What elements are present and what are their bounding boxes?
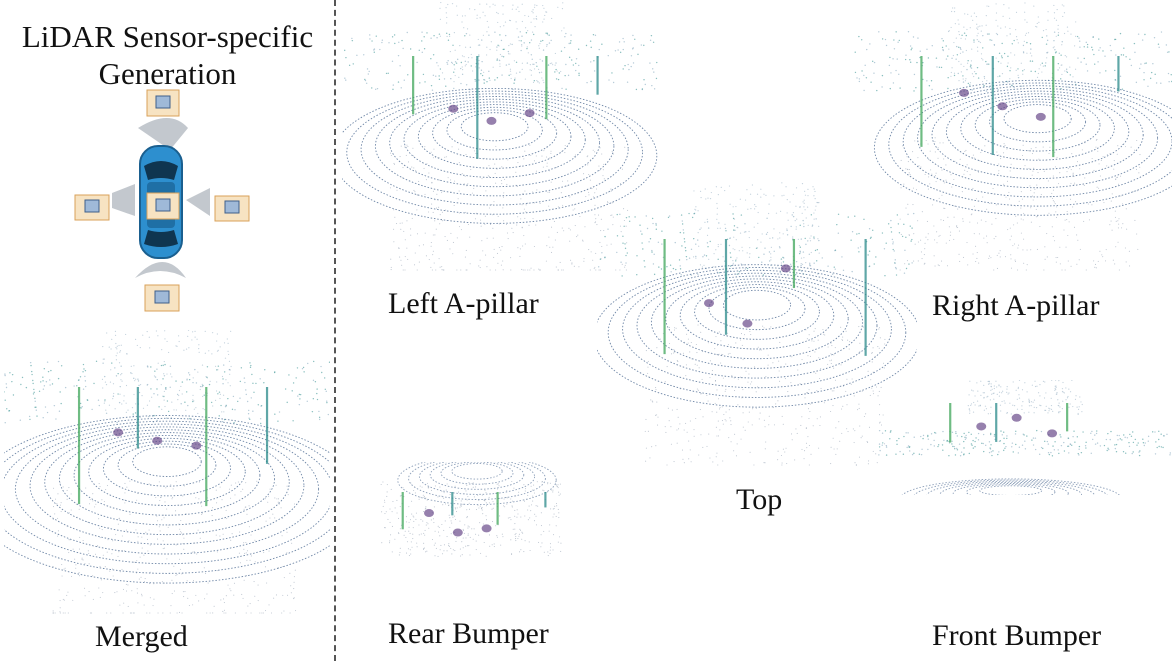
title-text: LiDAR Sensor-specific Generation	[21, 19, 314, 91]
lidar-sensor-icon	[144, 284, 180, 312]
left-a-pillar-point-cloud	[342, 2, 660, 272]
diagram-title: LiDAR Sensor-specific Generation	[0, 18, 335, 92]
rear-bumper-label: Rear Bumper	[388, 617, 549, 650]
front-bumper-point-cloud	[878, 380, 1173, 495]
right-fov-wedge-icon	[186, 188, 210, 216]
front-fov-wedge-icon	[138, 118, 188, 150]
left-fov-wedge-icon	[112, 184, 135, 216]
lidar-sensor-icon	[214, 195, 250, 222]
front-bumper-label: Front Bumper	[932, 619, 1102, 652]
lidar-sensor-icon	[146, 89, 180, 117]
merged-point-cloud	[4, 330, 330, 615]
dashed-divider	[334, 0, 336, 661]
right-a-pillar-point-cloud	[852, 2, 1172, 272]
lidar-sensor-icon	[74, 194, 110, 221]
top-point-cloud	[597, 182, 917, 467]
rear-fov-wedge-icon	[135, 262, 186, 278]
right-a-pillar-label: Right A-pillar	[932, 289, 1100, 322]
rear-bumper-point-cloud	[345, 462, 585, 612]
left-a-pillar-label: Left A-pillar	[388, 287, 539, 320]
merged-label: Merged	[95, 620, 188, 653]
car-sensor-diagram	[60, 88, 280, 318]
lidar-sensor-icon	[146, 192, 180, 220]
top-label: Top	[736, 483, 783, 516]
